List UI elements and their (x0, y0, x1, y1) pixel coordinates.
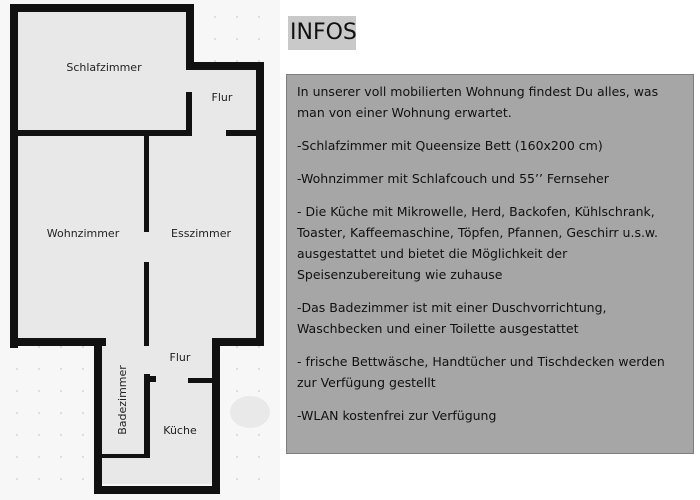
wall-wohn-ess-lower (144, 262, 149, 346)
infos-heading: INFOS (288, 16, 357, 50)
wall-lower-bottom (94, 486, 220, 494)
wall-bedroom-right (186, 4, 194, 70)
wall-lower-left (94, 338, 102, 494)
room-labels: Schlafzimmer Flur Wohnzimmer Esszimmer F… (47, 61, 233, 437)
label-badezimmer: Badezimmer (116, 365, 129, 435)
label-wohnzimmer: Wohnzimmer (47, 227, 120, 240)
floor-plan-drawing: Schlafzimmer Flur Wohnzimmer Esszimmer F… (10, 4, 270, 494)
floor-areas (16, 10, 258, 484)
wall-bad-kueche (144, 374, 150, 456)
info-paragraph-wohnzimmer: -Wohnzimmer mit Schlafcouch und 55’’ Fer… (297, 171, 609, 186)
label-kueche: Küche (163, 424, 197, 437)
floor-plan: Schlafzimmer Flur Wohnzimmer Esszimmer F… (0, 0, 280, 500)
wall-bad-bottom (100, 454, 150, 458)
label-esszimmer: Esszimmer (171, 227, 231, 240)
info-paragraph-waesche: - frische Bettwäsche, Handtücher und Tis… (297, 354, 665, 390)
floor-schlafzimmer (16, 10, 188, 130)
wall-outer-left (10, 4, 18, 348)
floor-wohn-ess (16, 130, 258, 338)
wall-bedroom-bottom (10, 130, 190, 136)
info-paragraph-badezimmer: -Das Badezimmer ist mit einer Duschvorri… (297, 300, 607, 336)
info-box: In unserer voll mobilierten Wohnung find… (286, 74, 694, 454)
wall-lower-right (212, 338, 220, 494)
wall-outer-right (256, 62, 264, 346)
wall-flur-door-post (186, 92, 192, 136)
wall-living-bottom-left (10, 338, 106, 346)
wall-flur-top (186, 62, 264, 70)
smudge-mark (230, 396, 270, 428)
info-paragraph-intro: In unserer voll mobilierten Wohnung find… (297, 84, 659, 120)
info-paragraph-kueche: - Die Küche mit Mikrowelle, Herd, Backof… (297, 204, 658, 282)
label-schlafzimmer: Schlafzimmer (66, 61, 142, 74)
wall-living-bottom-right (212, 338, 264, 346)
info-paragraph-wlan: -WLAN kostenfrei zur Verfügung (297, 408, 497, 423)
label-flur-bottom: Flur (170, 351, 191, 364)
wall-wohn-ess-upper (144, 136, 149, 232)
wall-bad-stub (144, 376, 156, 382)
wall-flur-right-stub (226, 130, 264, 136)
info-paragraph-schlafzimmer: -Schlafzimmer mit Queensize Bett (160x20… (297, 138, 603, 153)
floor-lower (100, 338, 218, 484)
label-flur-top: Flur (212, 91, 233, 104)
floor-flur-top (188, 66, 258, 130)
wall-outer-top (10, 4, 194, 12)
walls (10, 4, 264, 494)
wall-kueche-top-stub (188, 378, 214, 383)
